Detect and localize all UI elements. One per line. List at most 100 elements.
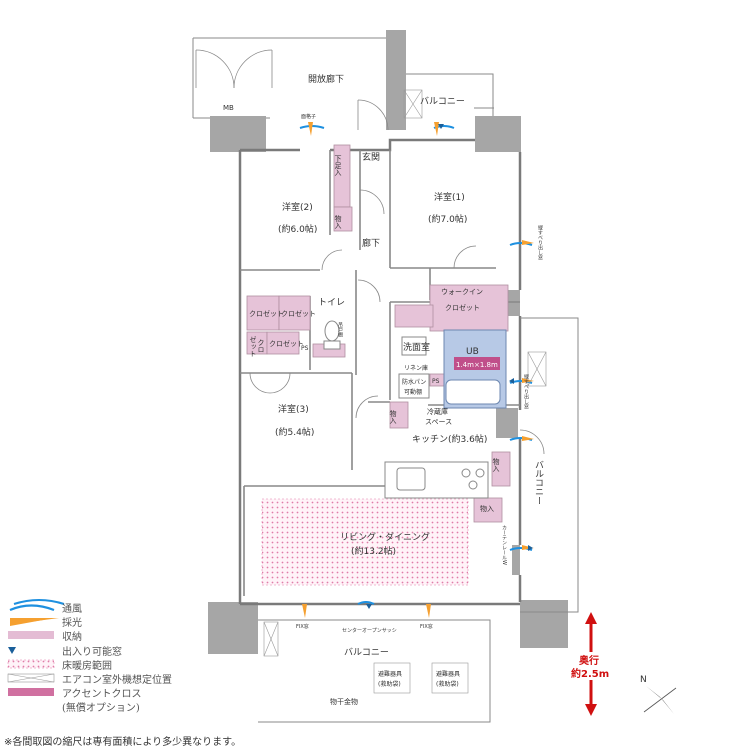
closet-room3-b — [266, 331, 300, 355]
label-walk-in: ウォークイン — [441, 288, 483, 296]
label-fix-window-right: FIX窓 — [420, 623, 433, 630]
legend-label: 出入り可能窓 — [62, 646, 122, 658]
kitchen-counter — [384, 461, 489, 499]
door-swings — [195, 49, 545, 455]
label-living: リビング・ダイニング — [340, 531, 430, 543]
label-balcony-right: バルコニー — [533, 460, 544, 505]
label-corridor: 廊下 — [362, 237, 380, 249]
compass-icon: N — [640, 675, 677, 714]
legend-aircon: エアコン室外機想定位置 — [6, 671, 206, 686]
wash-basin — [401, 336, 427, 356]
ventilation-icon — [9, 604, 55, 612]
label-balcony-top: バルコニー — [420, 96, 465, 107]
label-mb: MB — [223, 104, 234, 112]
unit-bath-label-bg — [454, 357, 500, 370]
label-walk-in-closet: クロゼット — [445, 303, 480, 312]
depth-label-2: 約2.5m — [571, 667, 609, 680]
legend-door-window: 出入り可能窓 — [6, 643, 206, 658]
structural-walls — [208, 116, 568, 654]
label-ub-size: 1.4m×1.8m — [456, 361, 498, 369]
legend-label: 収納 — [62, 632, 82, 644]
label-kitchen-storage: 物入 — [389, 409, 397, 424]
label-shoe-storage: 下足入 — [334, 155, 342, 176]
label-closet-c2: クロ — [257, 339, 265, 353]
triangle-marker-icon — [8, 646, 16, 654]
washroom-shelf — [394, 304, 434, 328]
label-fridge-2: スペース — [425, 418, 452, 426]
closet-room2-b — [278, 295, 311, 331]
balcony-depth-indicator: 奥行 約2.5m — [571, 612, 609, 716]
aircon-swatch-icon — [7, 673, 55, 683]
entrance-storage — [333, 206, 353, 232]
label-room2-size: (約6.0帖) — [278, 223, 317, 235]
label-kitchen: キッチン(約3.6帖) — [412, 433, 487, 445]
door-window-markers — [366, 124, 533, 609]
label-open-corridor: 開放廊下 — [308, 73, 344, 85]
arrow-up-icon — [585, 612, 597, 624]
aircon-unit-positions — [263, 89, 547, 694]
label-linen: リネン庫 — [404, 364, 428, 372]
label-entrance-storage: 物入 — [334, 214, 342, 229]
label-closet-b: クロゼット — [281, 309, 316, 318]
storage-areas — [246, 144, 511, 523]
label-entrance: 玄関 — [362, 151, 380, 163]
label-pan-1: 防水パン — [402, 378, 426, 386]
kitchen-sink — [396, 467, 426, 491]
arrow-down-icon — [585, 704, 597, 716]
label-evac-1: 避難器具 — [378, 670, 402, 678]
label-living-size: (約13.2帖) — [351, 545, 396, 557]
label-ub: UB — [466, 347, 479, 357]
legend-storage: 収納 — [6, 628, 206, 644]
toilet-fixture — [323, 320, 341, 350]
label-washroom: 洗面室 — [403, 341, 430, 353]
label-room3: 洋室(3) — [278, 403, 309, 415]
label-ps-toilet: PS — [301, 345, 309, 352]
closet-room2-a — [246, 295, 280, 331]
label-room2: 洋室(2) — [282, 201, 313, 213]
label-aircon-top: 面格子 — [301, 113, 316, 120]
label-ps-wash: PS — [432, 378, 440, 385]
right-storage — [491, 451, 511, 487]
label-room1-size: (約7.0帖) — [428, 213, 467, 225]
label-toilet: トイレ — [318, 298, 345, 308]
label-pan-2: 可動棚 — [404, 388, 422, 396]
legend-accent-cross-note: (無償オプション) — [6, 699, 206, 715]
label-fix-window-left: FIX窓 — [296, 623, 309, 630]
label-room1: 洋室(1) — [434, 191, 465, 203]
legend-accent-cross: アクセントクロス — [6, 685, 206, 701]
washing-machine-pan — [398, 373, 430, 399]
legend-label: アクセントクロス — [62, 689, 142, 701]
label-slit-window-2: 縦すべり出し窓 — [523, 373, 529, 409]
depth-label-1: 奥行 — [579, 654, 599, 667]
balcony-outlines — [258, 107, 579, 723]
svg-text:N: N — [640, 675, 647, 685]
label-center-sash: センターオープンサッシ — [342, 627, 397, 634]
label-closet-a: クロゼット — [249, 309, 284, 318]
label-living-storage: 物入 — [480, 504, 494, 513]
footnote: ※各間取図の縮尺は専有面積により多少異なります。 — [4, 737, 242, 748]
legend-daylight: 採光 — [6, 614, 206, 630]
legend-label: 通風 — [62, 604, 82, 615]
legend-label: (無償オプション) — [62, 703, 140, 715]
label-slit-window-1: 縦すべり出し窓 — [537, 224, 543, 260]
label-evac-2-sub: (救助袋) — [436, 680, 459, 688]
legend-floor-heating: 床暖房範囲 — [6, 657, 206, 672]
label-fridge-1: 冷蔵庫 — [427, 407, 448, 416]
bathtub — [445, 379, 501, 405]
storage-swatch-icon — [8, 631, 54, 640]
legend-label: エアコン室外機想定位置 — [62, 674, 172, 686]
label-evac-2: 避難器具 — [436, 670, 460, 678]
legend-label: 床暖房範囲 — [62, 660, 112, 672]
legend-label: 採光 — [62, 618, 82, 630]
label-balcony-bottom: バルコニー — [344, 647, 389, 658]
accent-cross-swatch-icon — [8, 688, 54, 697]
legend: 通風 採光 収納 出入り可能窓 床暖房範囲 エアコン室外機想定位置 アクセントク… — [6, 600, 206, 714]
label-closet-c1: ゼット — [249, 335, 257, 357]
label-room3-size: (約5.4帖) — [275, 426, 314, 438]
exterior-walls — [238, 138, 522, 606]
label-toilet-shelf: 吊戸棚 — [337, 322, 343, 338]
label-closet-d: クロゼット — [269, 339, 304, 348]
label-laundry-hardware: 物干金物 — [330, 697, 358, 706]
label-curtain-rail: カーテンレールW — [501, 525, 507, 565]
